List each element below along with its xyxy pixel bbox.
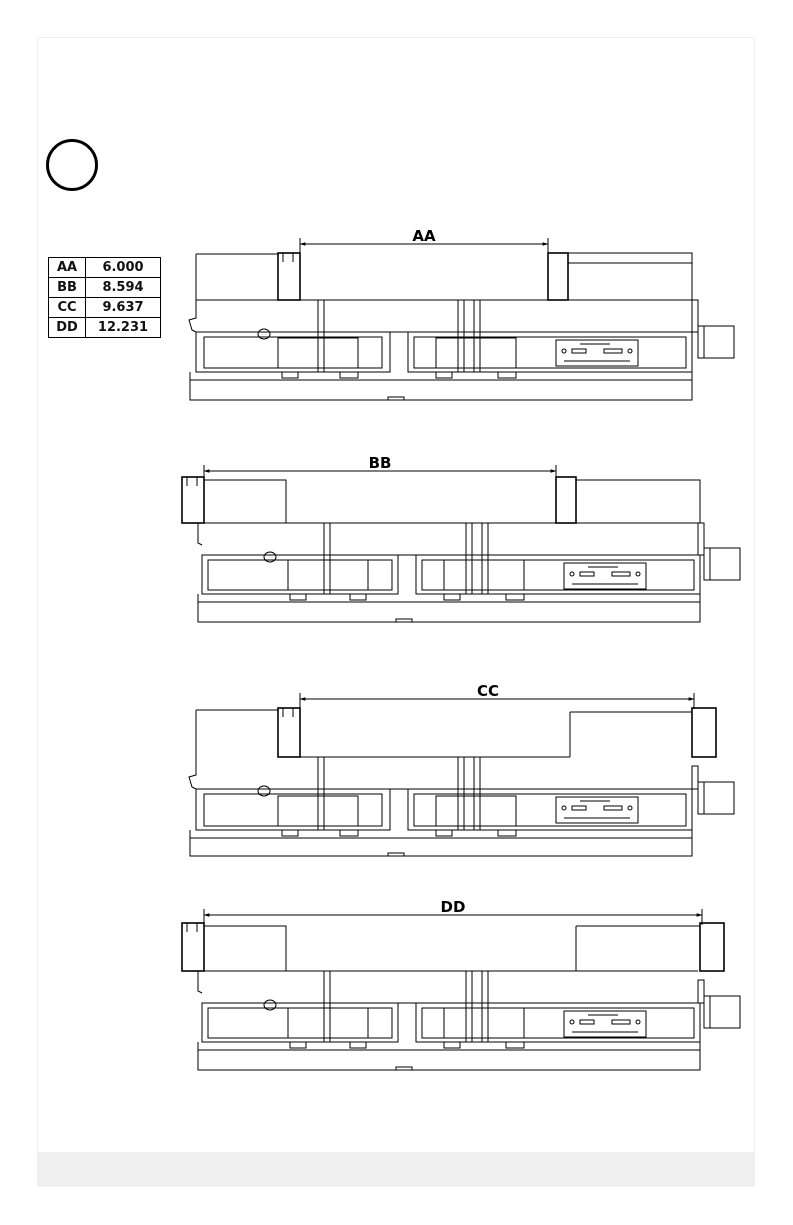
dimension-label-bb: BB — [369, 454, 392, 472]
vise-view-cc — [189, 693, 734, 856]
vise-view-bb — [182, 465, 740, 622]
dimension-label-dd: DD — [441, 898, 466, 916]
dimension-label-aa: AA — [412, 227, 436, 245]
vise-view-aa — [189, 238, 734, 400]
vise-view-dd — [182, 909, 740, 1070]
dimension-label-cc: CC — [477, 682, 499, 700]
